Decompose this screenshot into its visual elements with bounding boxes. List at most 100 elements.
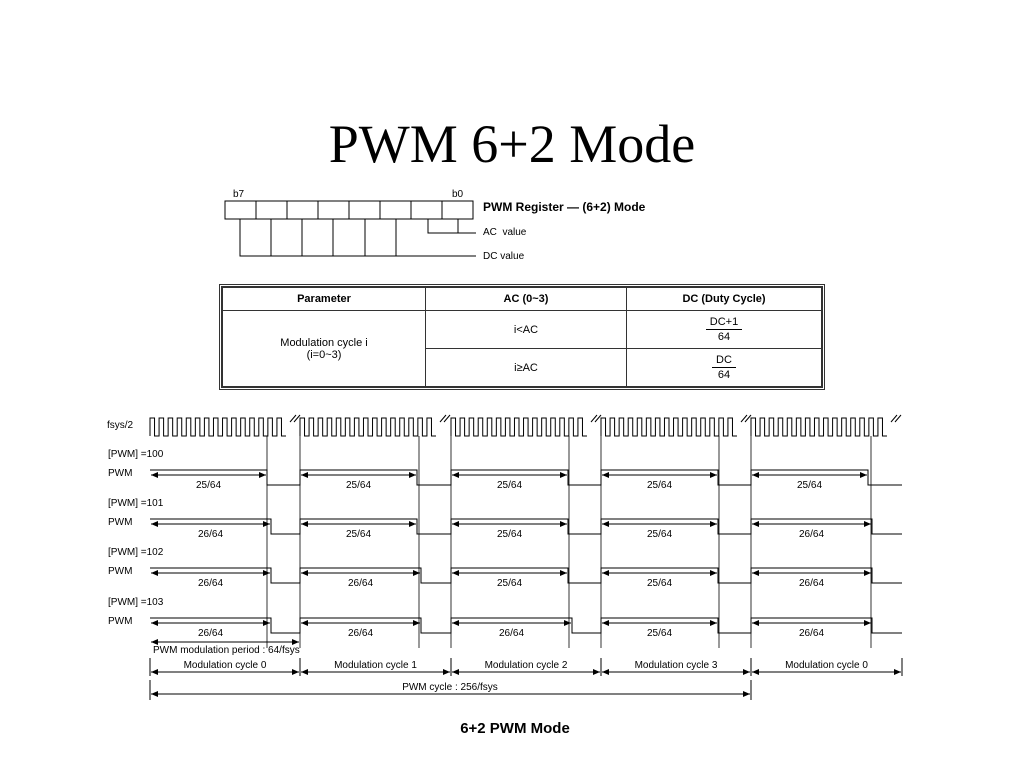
table-header: DC (Duty Cycle) bbox=[626, 287, 822, 311]
duty-fraction-label: 26/64 bbox=[198, 529, 223, 540]
register-label: [PWM] =101 bbox=[108, 498, 164, 509]
period-label: PWM modulation period : 64/fsys bbox=[153, 645, 300, 656]
duty-arrow-head bbox=[602, 570, 609, 576]
duty-arrow-head bbox=[151, 521, 158, 527]
duty-cell: DC+1 64 bbox=[626, 310, 822, 349]
fraction-numerator: DC+1 bbox=[705, 315, 743, 330]
duty-arrow-head bbox=[301, 620, 308, 626]
duty-arrow-head bbox=[413, 570, 420, 576]
duty-fraction-label: 25/64 bbox=[647, 628, 672, 639]
parameter-label: Modulation cycle i bbox=[280, 336, 368, 349]
duty-arrow-head bbox=[409, 472, 416, 478]
duty-arrow-head bbox=[560, 521, 567, 527]
duty-arrow-head bbox=[151, 472, 158, 478]
register-diagram: b7 b0 PWM Register — (6+2) Mode AC value… bbox=[224, 189, 646, 262]
duty-arrow-head bbox=[560, 570, 567, 576]
cycle-arrow-head bbox=[593, 669, 600, 675]
break-mark bbox=[890, 414, 902, 423]
register-label: [PWM] =102 bbox=[108, 547, 164, 558]
duty-arrow-head bbox=[752, 570, 759, 576]
duty-arrow-head bbox=[263, 620, 270, 626]
duty-arrow-head bbox=[301, 570, 308, 576]
period-arrow-head bbox=[292, 639, 299, 645]
cycle-arrow-head bbox=[743, 669, 750, 675]
parameter-table: Parameter AC (0~3) DC (Duty Cycle) Modul… bbox=[219, 284, 825, 390]
fraction-denominator: 64 bbox=[717, 369, 731, 381]
break-mark bbox=[289, 414, 301, 423]
duty-fraction-label: 25/64 bbox=[647, 480, 672, 491]
pwm-label: PWM bbox=[108, 517, 132, 528]
duty-arrow-head bbox=[263, 570, 270, 576]
pwm-waveform bbox=[150, 469, 902, 486]
duty-fraction-label: 26/64 bbox=[499, 628, 524, 639]
ac-value-label: AC value bbox=[483, 227, 527, 238]
table-header-row: Parameter AC (0~3) DC (Duty Cycle) bbox=[222, 287, 822, 311]
clock-waveform bbox=[149, 417, 887, 437]
condition-cell: i<AC bbox=[425, 310, 627, 349]
pwm-waveform bbox=[150, 617, 902, 634]
cycle-boundaries bbox=[149, 658, 903, 676]
duty-arrow-head bbox=[864, 570, 871, 576]
fraction-numerator: DC bbox=[712, 353, 736, 368]
duty-arrow-head bbox=[752, 472, 759, 478]
duty-arrow-head bbox=[263, 521, 270, 527]
duty-arrow-head bbox=[752, 620, 759, 626]
dc-value-label: DC value bbox=[483, 251, 525, 262]
duty-arrow-head bbox=[864, 620, 871, 626]
duty-fraction-label: 26/64 bbox=[348, 628, 373, 639]
duty-arrow-head bbox=[301, 472, 308, 478]
total-cycle-label: PWM cycle : 256/fsys bbox=[402, 682, 498, 693]
lsb-label: b0 bbox=[452, 189, 464, 200]
break-mark bbox=[740, 414, 752, 423]
duty-fraction-label: 26/64 bbox=[799, 628, 824, 639]
register-leaders bbox=[239, 219, 476, 257]
duty-arrow-head bbox=[452, 472, 459, 478]
duty-fraction-label: 25/64 bbox=[497, 480, 522, 491]
period-arrow-head bbox=[151, 639, 158, 645]
table-row: i≥AC DC 64 bbox=[223, 348, 822, 387]
duty-arrow-head bbox=[560, 472, 567, 478]
condition-cell: i≥AC bbox=[425, 348, 627, 387]
msb-label: b7 bbox=[233, 189, 245, 200]
table-row: Modulation cycle i (i=0~3) i<AC DC+1 64 bbox=[222, 310, 822, 387]
duty-fraction-label: 25/64 bbox=[346, 480, 371, 491]
duty-fraction-label: 26/64 bbox=[198, 628, 223, 639]
cycle-arrow-head bbox=[452, 669, 459, 675]
duty-arrow-head bbox=[259, 472, 266, 478]
duty-fraction-label: 26/64 bbox=[198, 578, 223, 589]
duty-arrow-head bbox=[452, 620, 459, 626]
duty-fraction: DC 64 bbox=[712, 353, 736, 382]
break-mark bbox=[439, 414, 451, 423]
pwm-waveform bbox=[150, 518, 902, 535]
cycle-arrow-head bbox=[301, 669, 308, 675]
duty-arrow-head bbox=[564, 620, 571, 626]
register-label: [PWM] =100 bbox=[108, 449, 164, 460]
cycle-label: Modulation cycle 1 bbox=[334, 660, 417, 671]
register-bits bbox=[224, 200, 474, 220]
fraction-denominator: 64 bbox=[717, 331, 731, 343]
cycle-label: Modulation cycle 3 bbox=[635, 660, 718, 671]
duty-arrow-head bbox=[301, 521, 308, 527]
duty-fraction-label: 26/64 bbox=[348, 578, 373, 589]
duty-arrow-head bbox=[602, 620, 609, 626]
duty-cell: DC 64 bbox=[626, 348, 822, 387]
pwm-label: PWM bbox=[108, 566, 132, 577]
duty-arrow-head bbox=[409, 521, 416, 527]
duty-arrow-head bbox=[710, 570, 717, 576]
duty-arrow-head bbox=[413, 620, 420, 626]
pwm-waveform bbox=[150, 567, 902, 584]
duty-arrow-head bbox=[860, 472, 867, 478]
duty-arrow-head bbox=[151, 570, 158, 576]
figure-caption: 6+2 PWM Mode bbox=[460, 720, 570, 737]
parameter-range: (i=0~3) bbox=[306, 348, 342, 361]
cycle-label: Modulation cycle 0 bbox=[785, 660, 868, 671]
total-cycle-bounds bbox=[149, 680, 752, 700]
duty-fraction-label: 26/64 bbox=[799, 529, 824, 540]
break-mark bbox=[590, 414, 602, 423]
slide-title: PWM 6+2 Mode bbox=[328, 114, 696, 174]
parameter-cell: Modulation cycle i (i=0~3) bbox=[222, 310, 426, 387]
duty-fraction-label: 25/64 bbox=[346, 529, 371, 540]
cycle-arrow-head bbox=[602, 669, 609, 675]
duty-arrow-head bbox=[452, 570, 459, 576]
duty-arrow-head bbox=[864, 521, 871, 527]
